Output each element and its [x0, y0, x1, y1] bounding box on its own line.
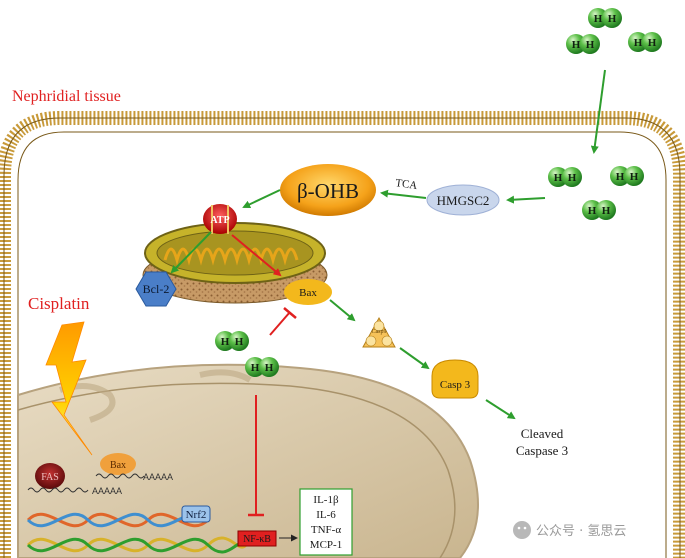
cytokine-box: IL-1β IL-6 TNF-α MCP-1	[299, 488, 353, 556]
svg-text:H: H	[608, 13, 617, 25]
cytokine-item: TNF-α	[311, 524, 341, 536]
svg-text:Nrf2: Nrf2	[186, 509, 207, 521]
svg-text:H: H	[265, 362, 274, 374]
svg-text:β-OHB: β-OHB	[297, 179, 359, 203]
svg-text:H: H	[235, 336, 244, 348]
tca-label: TCA	[395, 177, 419, 192]
svg-text:Bax: Bax	[299, 287, 317, 299]
svg-text:AAAAA: AAAAA	[92, 486, 122, 496]
svg-text:H: H	[554, 172, 563, 184]
h2-molecule: H H	[582, 200, 616, 220]
svg-text:H: H	[594, 13, 603, 25]
hmgsc2-to-bohb-arrow	[380, 189, 427, 199]
h2-entry-arrow	[590, 69, 606, 154]
svg-text:H: H	[221, 336, 230, 348]
h2-molecule: H H	[215, 331, 249, 351]
atp-node: ATP	[203, 204, 237, 234]
svg-text:Casp 3: Casp 3	[440, 379, 471, 391]
svg-text:H: H	[616, 171, 625, 183]
atp-to-bax-arrow	[231, 234, 282, 277]
svg-text:ATP: ATP	[210, 215, 229, 226]
svg-text:Bcl-2: Bcl-2	[143, 282, 170, 296]
h2-molecule: H H	[628, 32, 662, 52]
bohb-node: β-OHB	[280, 164, 376, 216]
cytokine-item: MCP-1	[310, 539, 342, 551]
cisplatin-label: Cisplatin	[28, 294, 90, 313]
cytokine-item: IL-6	[316, 509, 336, 521]
svg-text:H: H	[648, 37, 657, 49]
svg-text:H: H	[251, 362, 260, 374]
tissue-label: Nephridial tissue	[12, 88, 121, 105]
bax-nucleus-node: Bax	[100, 453, 136, 475]
svg-text:Casp9: Casp9	[372, 329, 387, 335]
svg-text:FAS: FAS	[41, 472, 59, 483]
bax-mito-node: Bax	[284, 279, 332, 305]
h2-molecule: H H	[610, 166, 644, 186]
mitochondrion	[142, 222, 328, 304]
nucleus	[17, 363, 479, 558]
casp3-to-cleaved-arrow	[485, 399, 516, 420]
svg-text:H: H	[634, 37, 643, 49]
mrna-strand: AAAAA	[95, 472, 173, 482]
casp9-node: Casp9	[362, 316, 396, 348]
svg-text:H: H	[572, 39, 581, 51]
dna-helix	[26, 512, 248, 554]
watermark: 公众号 · 氢思云	[513, 521, 626, 539]
h2-to-hmgsc2-arrow	[506, 195, 546, 204]
lightning-bolt-icon	[45, 321, 93, 456]
svg-text:H: H	[602, 205, 611, 217]
nrf2-node: Nrf2	[181, 505, 211, 523]
svg-text:HMGSC2: HMGSC2	[437, 193, 490, 208]
nfkb-node: NF-κB	[237, 530, 277, 547]
h2-molecule: H H	[245, 357, 279, 377]
svg-text:H: H	[586, 39, 595, 51]
h2-inhibits-nfkb	[248, 395, 264, 517]
bohb-to-atp-arrow	[242, 189, 281, 209]
casp3-node: Casp 3	[431, 359, 479, 399]
casp9-to-casp3-arrow	[399, 347, 430, 370]
atp-to-bcl2-arrow	[170, 231, 212, 274]
mrna-strand: AAAAA	[27, 486, 122, 496]
cleaved-caspase3-line2: Caspase 3	[516, 443, 568, 458]
cleaved-caspase3-line1: Cleaved	[521, 426, 564, 441]
svg-text:H: H	[568, 172, 577, 184]
h2-molecule: H H	[548, 167, 582, 187]
svg-text:公众号 · 氢思云: 公众号 · 氢思云	[536, 524, 626, 539]
svg-text:H: H	[630, 171, 639, 183]
svg-text:Bax: Bax	[110, 460, 126, 471]
svg-text:AAAAA: AAAAA	[143, 472, 173, 482]
h2-molecule: H H	[566, 34, 600, 54]
h2-molecule: H H	[588, 8, 622, 28]
svg-text:NF-κB: NF-κB	[243, 534, 271, 545]
bcl2-node: Bcl-2	[135, 271, 177, 307]
fas-node: FAS	[35, 463, 65, 489]
cell-membrane	[0, 111, 685, 558]
cytokine-item: IL-1β	[313, 494, 339, 506]
h2-inhibits-bax	[269, 307, 297, 336]
hmgsc2-node: HMGSC2	[426, 184, 500, 216]
bax-to-casp9-arrow	[329, 299, 356, 322]
svg-text:H: H	[588, 205, 597, 217]
